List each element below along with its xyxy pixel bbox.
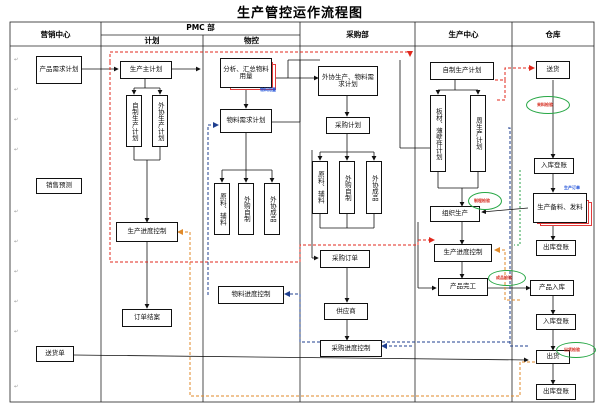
node-weekly-production-plan: 周生产计划 — [470, 95, 486, 172]
node-delivery-goods: 送货 — [536, 61, 570, 79]
node-self-made-plan: 自制生产计划 — [126, 95, 142, 147]
node-external-production: 外协生产、物料需求计划 — [318, 66, 378, 96]
col-header-purchasing: 采购部 — [346, 30, 369, 39]
node-outsourced-finished-p: 外协成品 — [366, 161, 382, 214]
page-title: 生产管控运作流程图 — [236, 6, 363, 21]
node-inbound-registration-2: 入库登账 — [536, 314, 576, 330]
node-purchase-progress-control: 采购进度控制 — [320, 340, 382, 357]
note-material-usage-stamp: 物料用量 — [260, 87, 276, 92]
col-header-marketing: 营销中心 — [40, 30, 71, 39]
feedback-flow-blue-dashed — [207, 122, 528, 349]
node-inbound-registration: 入库登账 — [534, 158, 574, 174]
oval-material-check — [526, 96, 570, 114]
node-organize-production: 组织生产 — [430, 206, 480, 222]
col-header-pmc: PMC 部 — [186, 23, 215, 32]
oval-shipping-check — [556, 342, 596, 358]
node-material-requirement-plan: 物料需求计划 — [220, 109, 272, 133]
node-analysis-summary: 分析、汇总物料用量 — [220, 58, 272, 88]
oval-process-check — [468, 192, 502, 210]
node-outsourcing-plan: 外协生产计划 — [152, 95, 168, 147]
node-production-prep: 生产备料、发料 — [533, 193, 587, 223]
node-product-demand-plan: 产品需求计划 — [36, 56, 82, 84]
col-header-planning: 计划 — [144, 36, 160, 45]
node-raw-auxiliary: 原料、辅料 — [214, 183, 230, 235]
node-raw-auxiliary-p: 原料、辅料 — [312, 161, 328, 214]
node-production-progress-control: 生产进度控制 — [434, 244, 492, 262]
node-supplier: 供应商 — [324, 303, 368, 320]
swimlane-grid — [9, 21, 595, 403]
node-master-production-plan: 生产主计划 — [120, 61, 172, 79]
node-material-progress-control: 物料进度控制 — [218, 286, 284, 304]
node-product-completion: 产品完工 — [438, 278, 488, 296]
node-purchase-order: 采购订单 — [320, 250, 370, 268]
main-flow-lines — [73, 59, 556, 385]
note-production-order: 生产订单 — [564, 185, 580, 190]
node-delivery-order: 送货单 — [36, 346, 74, 362]
oval-finished-check — [488, 270, 526, 286]
node-purchase-plan: 采购计划 — [326, 117, 370, 134]
node-outsourced-parts-p: 外购自制 — [339, 161, 355, 214]
node-outbound-registration: 出库登账 — [536, 240, 576, 256]
note-process-check: 制程检验 — [474, 198, 490, 203]
inspection-flow-green-dashed — [514, 170, 521, 246]
col-header-production: 生产中心 — [448, 30, 479, 39]
material-flow-red-dashed — [109, 51, 535, 263]
node-outsourced-parts: 外购自制 — [238, 183, 254, 235]
node-product-inbound: 产品入库 — [530, 280, 574, 296]
note-material-check: 来料检验 — [537, 102, 553, 107]
col-header-warehouse: 仓库 — [545, 30, 561, 39]
node-outbound-registration-2: 出库登账 — [536, 384, 576, 400]
col-header-material-control: 物控 — [244, 36, 259, 45]
node-outsourced-finished: 外协成品 — [264, 183, 280, 235]
node-progress-control-plan: 生产进度控制 — [116, 222, 178, 242]
note-finished-check: 成品检验 — [496, 275, 512, 280]
note-shipping-check: 出货检验 — [564, 347, 580, 352]
node-sheet-production-plan: 板材、薄壁件计划 — [430, 95, 446, 172]
node-sales-forecast: 销售预测 — [36, 178, 82, 194]
node-self-production-plan: 自制生产计划 — [430, 62, 494, 80]
node-order-closure: 订单结案 — [122, 309, 172, 327]
